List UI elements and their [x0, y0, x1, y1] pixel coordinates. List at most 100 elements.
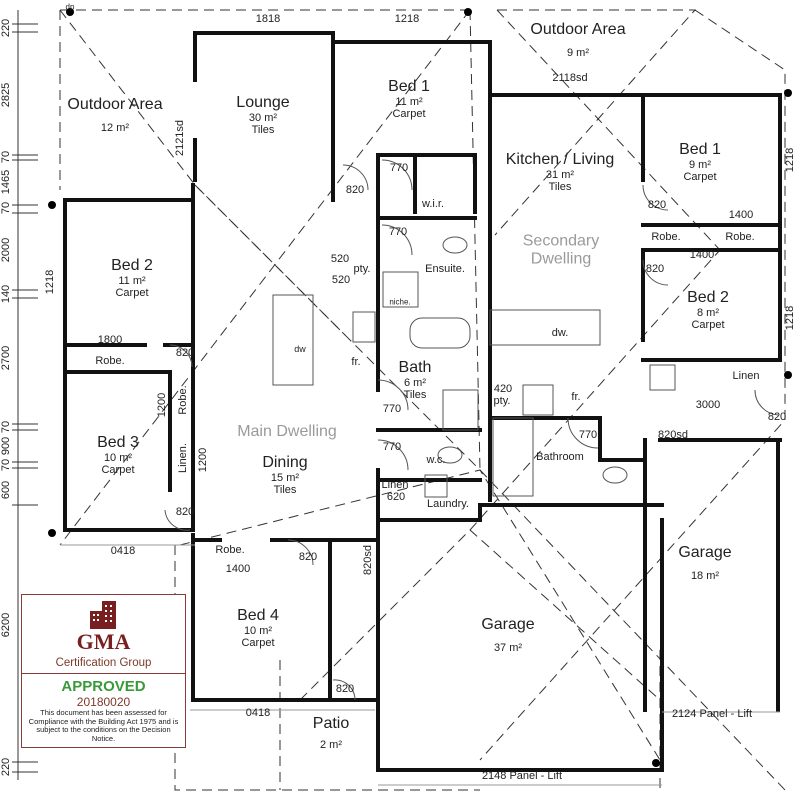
label-niche: niche. [389, 297, 411, 307]
label-linen: Linen [381, 478, 409, 491]
kitchen-bench-secondary [489, 309, 601, 346]
dim-770: 770 [578, 428, 598, 441]
side-dim: 6200 [0, 612, 12, 638]
label-robe-sec2: Robe. [725, 230, 755, 243]
dim-panel-lift-secondary: 2124 Panel - Lift [671, 707, 753, 720]
room-name: Bed 3 [97, 434, 139, 452]
dim-1218-top: 1218 [394, 12, 420, 25]
room-area: 31 m² [545, 168, 575, 181]
room-area: 10 m² [243, 624, 273, 637]
room-area: 15 m² [270, 471, 300, 484]
toilet-ensuite [442, 236, 468, 254]
side-dimension-rule [12, 10, 38, 780]
label-wc: w.c. [426, 453, 446, 466]
stamp-header: GMA Certification Group [22, 595, 185, 674]
label-linen-bed3: Linen. [176, 443, 189, 473]
approval-number: 20180020 [76, 695, 131, 709]
room-finish: Tiles [273, 483, 297, 496]
label-robe-bed2: Robe. [95, 354, 125, 367]
side-dim: 70 [0, 201, 12, 215]
dim-820: 820 [767, 410, 787, 423]
dim-1200: 1200 [155, 392, 168, 418]
side-dim: 70 [0, 420, 12, 434]
room-outdoor-top: Outdoor Area 9 m² [530, 21, 625, 59]
room-area: 2 m² [320, 738, 342, 751]
room-finish: Carpet [101, 463, 135, 476]
dim-820: 820 [175, 346, 195, 359]
building-logo-icon [90, 601, 116, 629]
label-pty-secondary: pty. [493, 394, 511, 407]
dim-3000: 3000 [695, 398, 721, 411]
dp-icon [48, 201, 56, 209]
room-area: 8 m² [697, 306, 719, 319]
room-finish: Carpet [683, 170, 717, 183]
dim-1200: 1200 [196, 447, 209, 473]
dim-820: 820 [335, 682, 355, 695]
toilet-bathroom [602, 466, 628, 484]
dp-icon [66, 8, 74, 16]
room-finish: Carpet [241, 636, 275, 649]
side-dim: 2825 [0, 82, 12, 108]
label-laundry: Laundry. [427, 497, 469, 510]
room-area: 9 m² [689, 158, 711, 171]
room-area: 11 m² [118, 274, 146, 287]
laundry-tub [424, 474, 448, 498]
room-finish: Carpet [115, 286, 149, 299]
room-area: 12 m² [100, 121, 130, 134]
dim-1818: 1818 [255, 12, 281, 25]
dim-820sd: 820sd [658, 428, 688, 441]
dim-820: 820 [175, 505, 195, 518]
dim-2121sd: 2121sd [173, 119, 186, 157]
dim-770: 770 [389, 161, 409, 174]
cooktop-secondary [522, 384, 554, 416]
dim-1218-left: 1218 [43, 269, 56, 295]
label-dishwasher: dw [294, 344, 306, 355]
certification-stamp: GMA Certification Group APPROVED 2018002… [21, 594, 186, 748]
dim-1218-right: 1218 [783, 305, 796, 331]
gma-logo-text: GMA [76, 629, 131, 654]
side-dim: 220 [0, 757, 12, 777]
kitchen-island-main [272, 294, 314, 386]
dim-1400: 1400 [225, 562, 251, 575]
room-area: 9 m² [566, 46, 589, 59]
fixtures [164, 159, 779, 701]
room-name: Outdoor Area [67, 96, 163, 114]
room-name: Outdoor Area [530, 21, 626, 39]
room-area: 18 m² [690, 569, 720, 582]
side-dim: 2700 [0, 345, 12, 371]
side-dim: 2000 [0, 237, 12, 263]
dim-panel-lift-main: 2148 Panel - Lift [481, 769, 563, 782]
label-wir: w.i.r. [421, 197, 445, 210]
label-robe-bed4: Robe. [215, 543, 245, 556]
walls [63, 31, 782, 772]
label-fridge-secondary: fr. [571, 390, 581, 403]
zone-secondary-dwelling: Secondary Dwelling [522, 232, 600, 267]
room-name: Bed 1 [679, 141, 721, 159]
room-name: Garage [481, 616, 535, 634]
door-swing [164, 159, 779, 701]
room-name: Bed 4 [237, 607, 279, 625]
dim-0418: 0418 [245, 706, 271, 719]
roof-lines [59, 9, 786, 791]
dp-icon [784, 89, 792, 97]
dim-620: 620 [386, 490, 406, 503]
dp-icon [652, 759, 660, 767]
label-dishwasher-secondary: dw. [551, 326, 569, 339]
dim-2118sd: 2118sd [552, 71, 588, 84]
label-ensuite: Ensuite. [425, 262, 465, 275]
dp-label: dp [65, 2, 75, 12]
approval-note: This document has been assessed for Comp… [28, 708, 179, 743]
dp-icon [464, 8, 472, 16]
site-lines [60, 544, 780, 786]
side-dim: 140 [0, 284, 12, 304]
